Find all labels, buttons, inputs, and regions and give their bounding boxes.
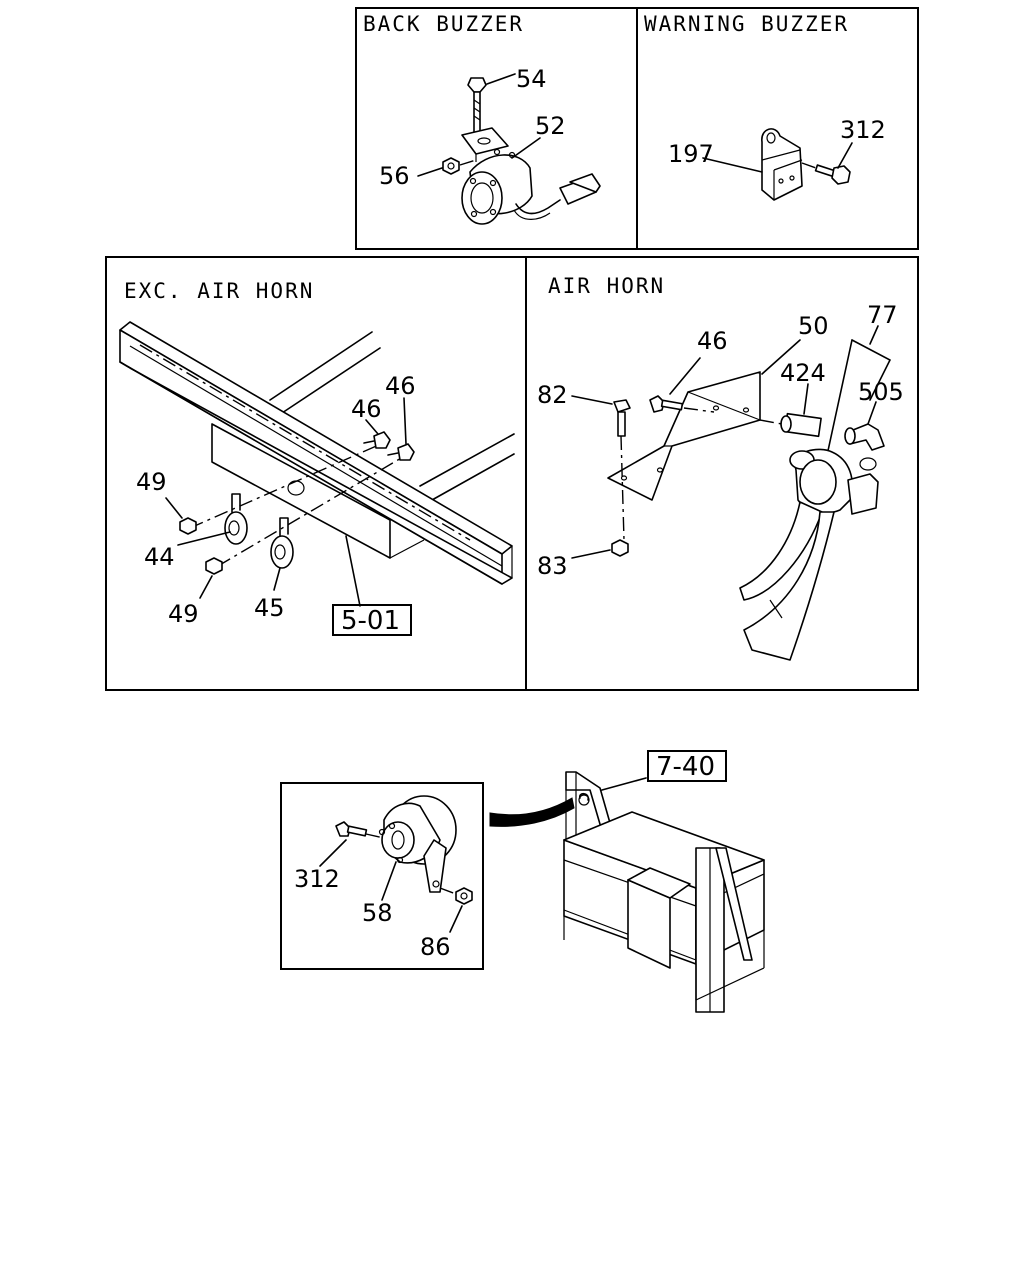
callout-44: 44 <box>144 543 175 571</box>
warning-buzzer-title: WARNING BUZZER <box>644 12 849 36</box>
ref-7-40[interactable]: 7-40 <box>656 752 715 782</box>
callout-46-air: 46 <box>697 327 728 355</box>
horn-panels: EXC. AIR HORN AIR HORN <box>105 256 919 691</box>
back-buzzer-title: BACK BUZZER <box>363 12 524 36</box>
callout-312-detail: 312 <box>294 865 340 893</box>
callout-46-a: 46 <box>351 395 382 423</box>
callout-56: 56 <box>379 162 410 190</box>
callout-58: 58 <box>362 899 393 927</box>
air-horn-illustration <box>571 325 891 661</box>
horn-detail-illustration <box>319 795 473 933</box>
callout-54: 54 <box>516 65 547 93</box>
back-buzzer-illustration <box>417 73 601 225</box>
horn-detail-panel: 312 58 86 <box>280 750 765 1013</box>
ref-box-7-40[interactable] <box>647 750 727 782</box>
callout-505: 505 <box>858 378 904 406</box>
location-arrow <box>489 797 575 827</box>
callout-312-warning: 312 <box>840 116 886 144</box>
callout-83: 83 <box>537 552 568 580</box>
air-horn-title: AIR HORN <box>548 274 665 298</box>
callout-424: 424 <box>780 359 826 387</box>
battery-box-illustration <box>563 771 765 1013</box>
ref-5-01[interactable]: 5-01 <box>341 606 400 636</box>
ref-box-5-01[interactable] <box>332 604 412 636</box>
callout-45: 45 <box>254 594 285 622</box>
callout-197: 197 <box>668 140 714 168</box>
buzzer-panels: BACK BUZZER WARNING BUZZER <box>355 7 919 250</box>
callout-50: 50 <box>798 312 829 340</box>
callout-77: 77 <box>867 301 898 329</box>
callout-82: 82 <box>537 381 568 409</box>
frame-rail-illustration <box>119 321 515 607</box>
callout-52: 52 <box>535 112 566 140</box>
callout-49-b: 49 <box>168 600 199 628</box>
horn-panel-frame <box>105 256 919 691</box>
horn-detail-frame <box>280 782 484 970</box>
warning-buzzer-illustration <box>702 128 853 201</box>
callout-46-b: 46 <box>385 372 416 400</box>
exc-air-horn-title: EXC. AIR HORN <box>124 279 314 303</box>
callout-86: 86 <box>420 933 451 961</box>
callout-49-a: 49 <box>136 468 167 496</box>
